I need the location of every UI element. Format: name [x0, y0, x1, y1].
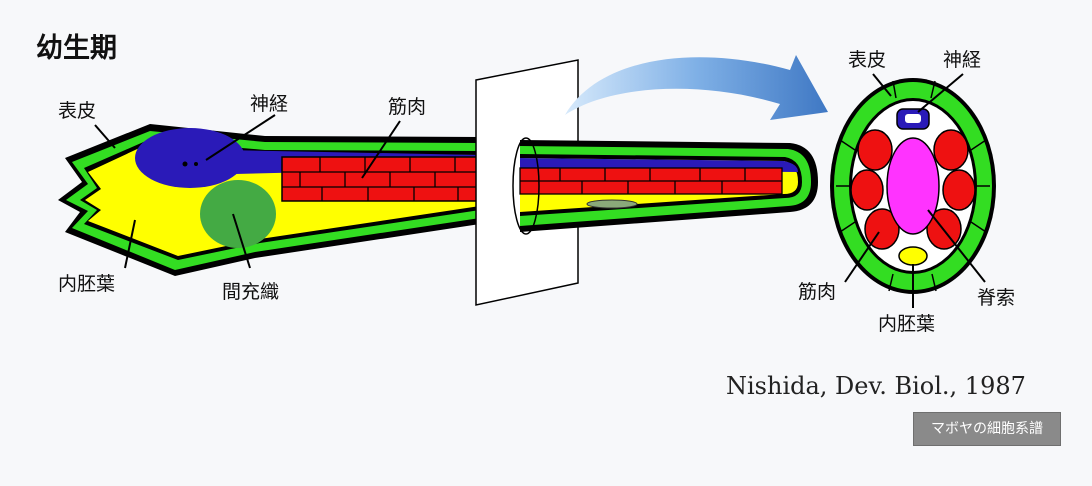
label-section-epidermis: 表皮	[848, 49, 886, 71]
caption-label: マボヤの細胞系譜	[913, 412, 1061, 446]
larva-body	[58, 124, 481, 276]
label-larva-muscle: 筋肉	[388, 96, 426, 118]
section-endoderm	[898, 246, 928, 266]
leader-lines	[94, 73, 986, 308]
label-larva-endoderm: 内胚葉	[58, 273, 115, 295]
title-text: 幼生期	[36, 33, 117, 64]
larva-mesenchyme	[200, 180, 276, 248]
label-larva-epidermis: 表皮	[58, 100, 96, 122]
larva-nerve	[135, 128, 245, 188]
citation-text: Nishida, Dev. Biol., 1987	[726, 372, 1026, 400]
label-section-muscle: 筋肉	[798, 281, 836, 303]
larva-muscle	[281, 156, 481, 202]
label-larva-nerve: 神経	[250, 93, 288, 115]
label-section-notochord: 脊索	[977, 287, 1015, 309]
label-section-endoderm: 内胚葉	[878, 313, 935, 335]
label-larva-mesenchyme: 間充織	[222, 281, 279, 303]
cross-section	[830, 78, 996, 294]
label-section-nerve: 神経	[943, 49, 981, 71]
section-arrow	[565, 55, 828, 120]
larva-tail	[512, 137, 818, 235]
section-muscle	[850, 129, 976, 250]
section-notochord	[886, 137, 940, 235]
